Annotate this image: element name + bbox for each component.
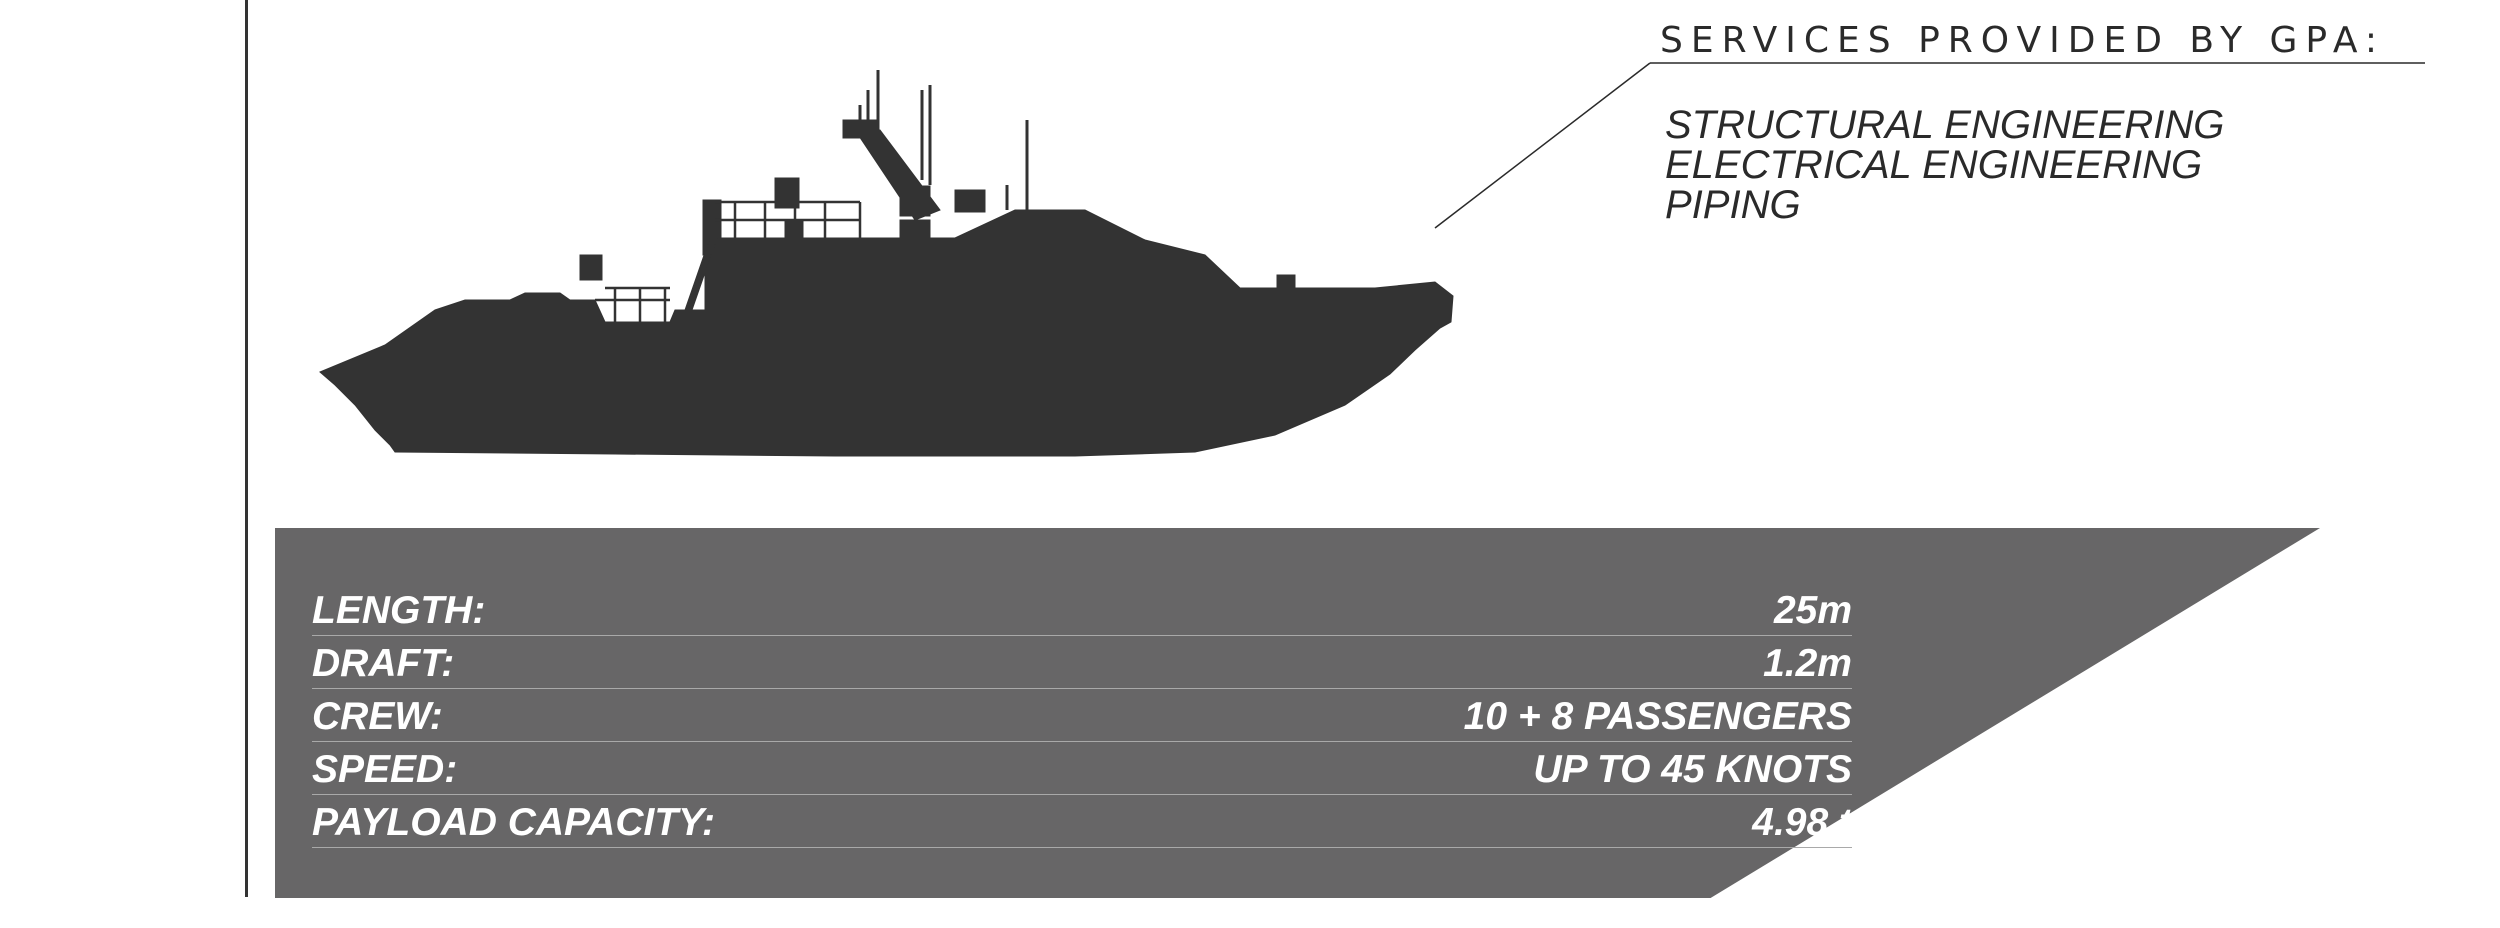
spec-value: 25m xyxy=(1773,589,1852,632)
specs-table: LENGTH: 25m DRAFT: 1.2m CREW: 10 + 8 PAS… xyxy=(312,583,1852,848)
spec-label: PAYLOAD CAPACITY: xyxy=(312,801,716,844)
spec-label: DRAFT: xyxy=(312,642,455,685)
spec-row-draft: DRAFT: 1.2m xyxy=(312,636,1852,689)
services-title: SERVICES PROVIDED BY GPA: xyxy=(1660,20,2385,61)
spec-label: LENGTH: xyxy=(312,589,486,632)
spec-value: 1.2m xyxy=(1763,642,1852,685)
spec-row-payload: PAYLOAD CAPACITY: 4.98 t xyxy=(312,795,1852,848)
service-item-electrical: ELECTRICAL ENGINEERING xyxy=(1665,143,2203,187)
services-list: STRUCTURAL ENGINEERING ELECTRICAL ENGINE… xyxy=(1665,105,2224,225)
spec-value: UP TO 45 KNOTS xyxy=(1533,748,1852,791)
spec-row-length: LENGTH: 25m xyxy=(312,583,1852,636)
service-item-structural: STRUCTURAL ENGINEERING xyxy=(1665,103,2225,147)
spec-label: CREW: xyxy=(312,695,443,738)
vertical-divider-line xyxy=(245,0,248,897)
service-item-piping: PIPING xyxy=(1665,183,1801,227)
spec-row-crew: CREW: 10 + 8 PASSENGERS xyxy=(312,689,1852,742)
spec-row-speed: SPEED: UP TO 45 KNOTS xyxy=(312,742,1852,795)
spec-value: 4.98 t xyxy=(1752,801,1852,844)
patrol-boat-icon xyxy=(319,70,1454,457)
spec-label: SPEED: xyxy=(312,748,458,791)
spec-value: 10 + 8 PASSENGERS xyxy=(1463,695,1852,738)
